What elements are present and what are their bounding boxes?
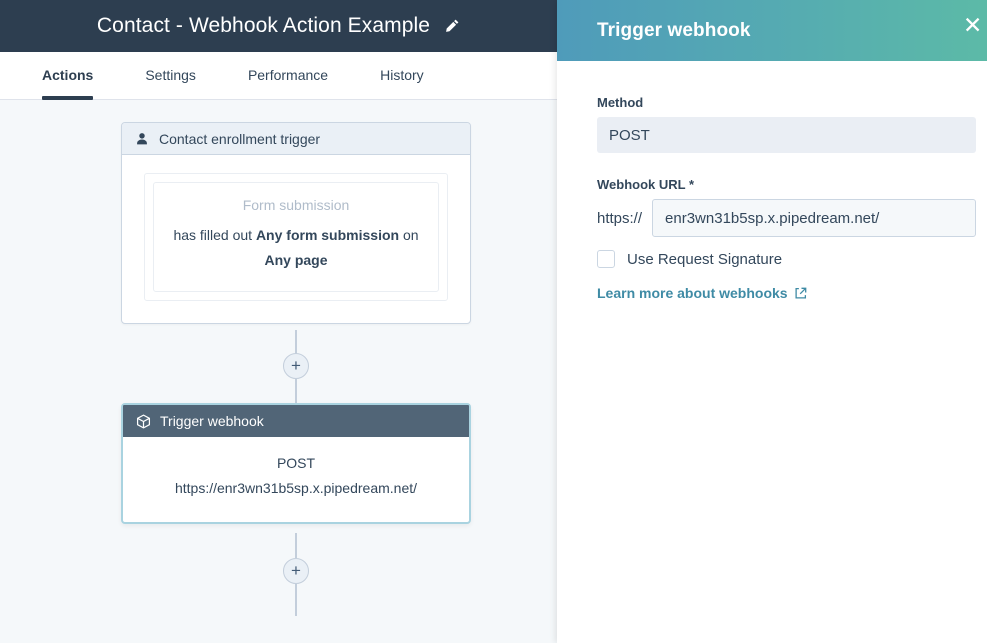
tab-settings[interactable]: Settings: [145, 52, 196, 99]
workflow-title: Contact - Webhook Action Example: [96, 14, 431, 37]
tab-history-label: History: [380, 66, 424, 83]
connector-line-1: [295, 330, 297, 363]
trigger-card-body: Form submission has filled out Any form …: [122, 155, 470, 323]
close-icon[interactable]: ✕: [963, 14, 983, 36]
cube-icon: [135, 413, 151, 429]
required-marker: *: [688, 177, 695, 192]
webhook-url-row: https:// enr3wn31b5sp.x.pipedream.net/: [597, 199, 976, 237]
learn-more-about-webhooks-link[interactable]: Learn more about webhooks: [597, 285, 807, 301]
add-action-button-top[interactable]: +: [283, 353, 309, 379]
connector-line-2: [295, 379, 297, 405]
method-select[interactable]: POST: [597, 117, 976, 153]
trigger-filter-type: Form submission: [242, 197, 350, 213]
trigger-card-title: Contact enrollment trigger: [159, 130, 321, 147]
external-link-icon: [794, 287, 807, 300]
tab-performance[interactable]: Performance: [248, 52, 328, 99]
webhook-url-label: Webhook URL *: [597, 177, 976, 192]
workflow-editor-pane: Contact - Webhook Action Example Actions…: [0, 0, 557, 643]
filter-desc-prefix: has filled out: [173, 227, 256, 243]
trigger-filter-inner: Form submission has filled out Any form …: [153, 182, 439, 292]
webhook-card-url: https://enr3wn31b5sp.x.pipedream.net/: [174, 480, 418, 496]
filter-desc-bold-2: Any page: [264, 252, 328, 268]
webhook-card-header: Trigger webhook: [123, 405, 469, 437]
top-bar: Contact - Webhook Action Example: [0, 0, 557, 52]
trigger-webhook-card[interactable]: Trigger webhook POST https://enr3wn31b5s…: [121, 403, 471, 524]
plus-icon-top: +: [291, 355, 301, 375]
pencil-icon[interactable]: [444, 18, 460, 34]
tab-settings-label: Settings: [145, 66, 196, 83]
workflow-canvas[interactable]: Contact enrollment trigger Form submissi…: [0, 100, 557, 643]
webhook-card-method: POST: [276, 455, 316, 471]
panel-body: Method POST Webhook URL * https:// enr3w…: [557, 61, 987, 303]
method-value: POST: [609, 126, 650, 144]
panel-title: Trigger webhook: [597, 19, 751, 41]
tab-actions[interactable]: Actions: [42, 52, 94, 100]
method-label: Method: [597, 95, 644, 110]
filter-desc-bold-1: Any form submission: [255, 227, 400, 243]
editor-tabs: Actions Settings Performance History: [0, 52, 557, 100]
trigger-card-header: Contact enrollment trigger: [122, 123, 470, 155]
use-request-signature-checkbox[interactable]: [597, 250, 615, 268]
url-protocol-prefix: https://: [597, 209, 643, 227]
contact-person-icon: [134, 131, 150, 147]
webhook-url-input[interactable]: enr3wn31b5sp.x.pipedream.net/: [652, 199, 976, 237]
learn-more-label: Learn more about webhooks: [597, 285, 788, 301]
tab-history[interactable]: History: [380, 52, 424, 99]
contact-enrollment-trigger-card[interactable]: Contact enrollment trigger Form submissi…: [121, 122, 471, 324]
panel-header: Trigger webhook ✕: [557, 0, 987, 61]
webhook-card-body: POST https://enr3wn31b5sp.x.pipedream.ne…: [123, 437, 469, 522]
trigger-filter-description: has filled out Any form submission on An…: [170, 223, 422, 273]
tab-performance-label: Performance: [247, 66, 329, 83]
trigger-filter-outer: Form submission has filled out Any form …: [144, 173, 448, 301]
connector-line-3: [295, 533, 297, 558]
use-request-signature-row[interactable]: Use Request Signature: [597, 250, 976, 268]
webhook-url-label-text: Webhook URL: [597, 177, 686, 192]
webhook-settings-panel: Trigger webhook ✕ Method POST Webhook UR…: [557, 0, 987, 643]
add-action-button-bottom[interactable]: +: [283, 558, 309, 584]
filter-desc-middle: on: [399, 227, 419, 243]
webhook-card-title: Trigger webhook: [160, 413, 264, 429]
connector-line-4: [295, 584, 297, 616]
webhook-url-value: enr3wn31b5sp.x.pipedream.net/: [665, 209, 880, 227]
use-request-signature-label: Use Request Signature: [627, 250, 783, 268]
tab-actions-label: Actions: [42, 66, 94, 83]
plus-icon-bottom: +: [291, 560, 301, 580]
